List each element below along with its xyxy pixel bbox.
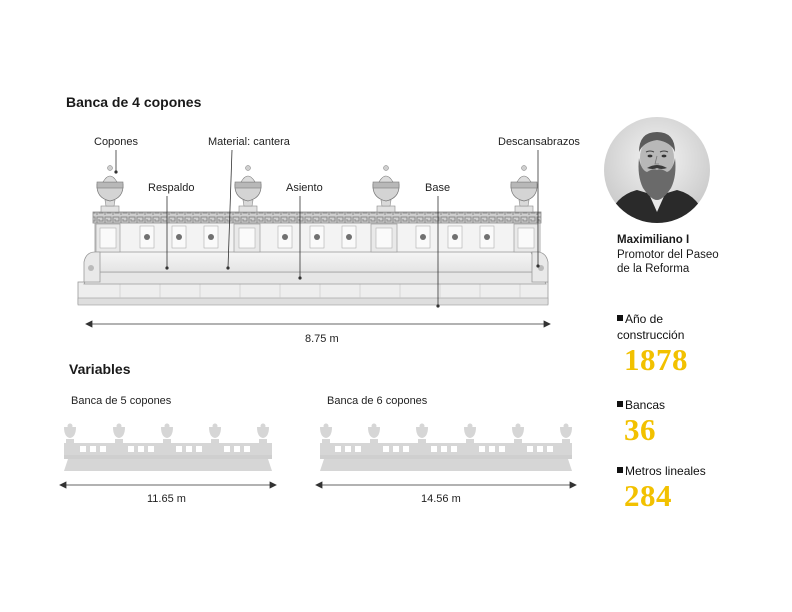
stat-year-value: 1878: [624, 342, 688, 377]
label-base: Base: [425, 182, 451, 194]
bench-urn: [96, 165, 124, 213]
stat-year-label: Año de construcción: [617, 312, 685, 342]
variant-6-label: Banca de 6 copones: [327, 395, 428, 407]
bench-seat: [89, 249, 541, 273]
label-material: Material: cantera: [208, 136, 290, 148]
stat-benches-value: 36: [624, 412, 656, 447]
stat-benches-label: Bancas: [617, 397, 665, 413]
person-role-line2: de la Reforma: [617, 263, 690, 275]
variables-title: Variables: [69, 361, 131, 377]
bullet-square-icon: [617, 467, 623, 473]
variant-5-width: 11.65 m: [147, 493, 186, 505]
bullet-square-icon: [617, 315, 623, 321]
portrait-avatar: [604, 117, 710, 223]
variant-5-bench: [64, 423, 272, 471]
label-copones: Copones: [94, 136, 139, 148]
variant-6-bench: [320, 423, 572, 471]
bench-title: Banca de 4 copones: [66, 94, 202, 110]
variant-5-label: Banca de 5 copones: [71, 395, 172, 407]
variant-silhouettes: [59, 423, 577, 489]
bullet-square-icon: [617, 401, 623, 407]
person-role-line1: Promotor del Paseo: [617, 249, 719, 261]
stat-meters-value: 284: [624, 478, 672, 513]
label-respaldo: Respaldo: [148, 182, 195, 194]
variant-6-width: 14.56 m: [421, 493, 461, 505]
label-asiento: Asiento: [286, 182, 323, 194]
bench-illustration: [77, 149, 551, 328]
person-name: Maximiliano I: [617, 234, 690, 246]
label-descansabrazos: Descansabrazos: [498, 136, 580, 148]
bench-width-label: 8.75 m: [305, 333, 339, 345]
stat-meters-label: Metros lineales: [617, 463, 706, 479]
